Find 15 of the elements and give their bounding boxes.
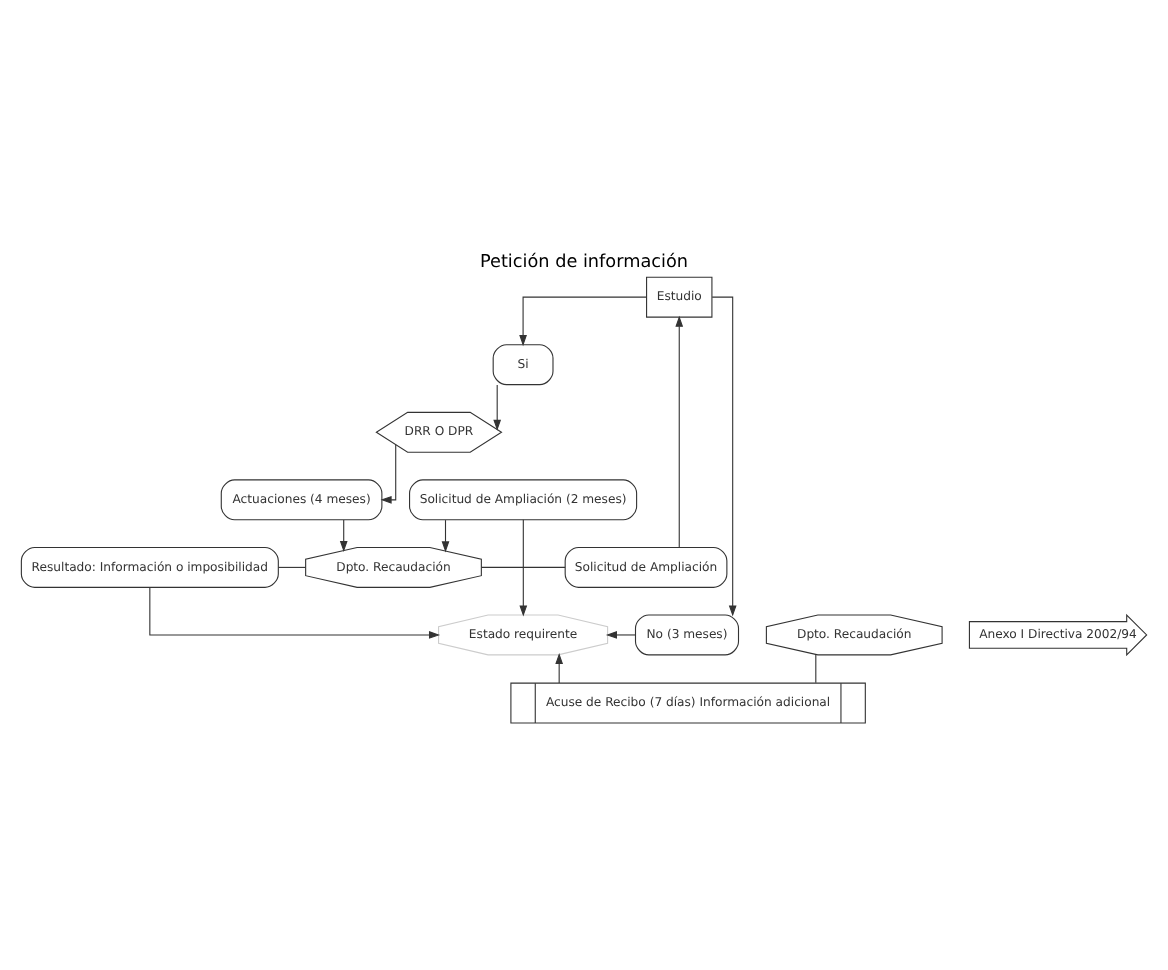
arrow [555, 651, 564, 683]
arrow [441, 518, 450, 552]
diagram-title: Petición de información [479, 252, 689, 273]
connector [815, 653, 817, 683]
arrow [493, 383, 502, 430]
connector [277, 565, 307, 567]
arrow [519, 518, 528, 616]
connector [480, 565, 566, 567]
arrow [380, 443, 397, 503]
arrow [339, 518, 348, 552]
arrow [605, 630, 636, 638]
arrow [675, 314, 684, 547]
arrow [149, 586, 441, 638]
arrow [519, 295, 648, 346]
arrow [711, 295, 737, 616]
